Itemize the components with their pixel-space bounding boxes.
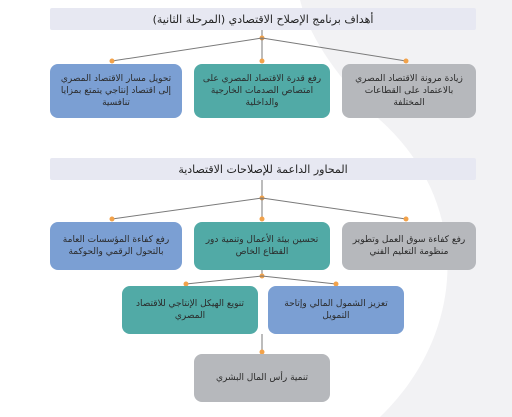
- goal-box-flexibility: زيادة مرونة الاقتصاد المصري بالاعتماد عل…: [342, 64, 476, 118]
- pillar-box-public-institutions: رفع كفاءة المؤسسات العامة بالتحول الرقمي…: [50, 222, 182, 270]
- goals-header: أهداف برنامج الإصلاح الاقتصادي (المرحلة …: [50, 8, 476, 30]
- pillar-box-production-diversification: تنويع الهيكل الإنتاجي للاقتصاد المصري: [122, 286, 258, 334]
- pillars-header: المحاور الداعمة للإصلاحات الاقتصادية: [50, 158, 476, 180]
- pillar-box-labor-market: رفع كفاءة سوق العمل وتطوير منظومة التعلي…: [342, 222, 476, 270]
- goal-box-productive-economy: تحويل مسار الاقتصاد المصري إلى اقتصاد إن…: [50, 64, 182, 118]
- pillar-box-human-capital: تنمية رأس المال البشري: [194, 354, 330, 402]
- pillar-box-business-environment: تحسين بيئة الأعمال وتنمية دور القطاع الخ…: [194, 222, 330, 270]
- pillar-box-financial-inclusion: تعزيز الشمول المالي وإتاحة التمويل: [268, 286, 404, 334]
- goal-box-resilience: رفع قدرة الاقتصاد المصري على امتصاص الصد…: [194, 64, 330, 118]
